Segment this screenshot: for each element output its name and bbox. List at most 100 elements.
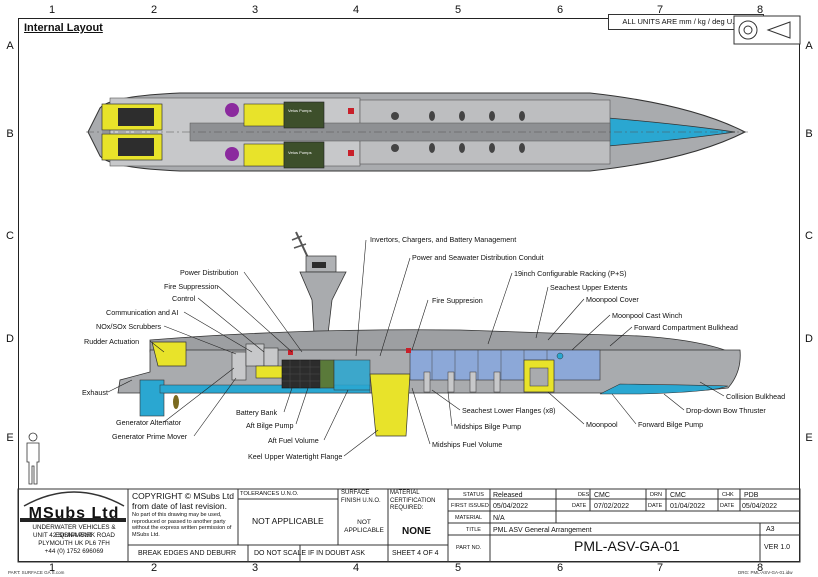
callout-racking: 19inch Configurable Racking (P+S) (514, 269, 627, 278)
date-label-1: DATE (572, 503, 587, 509)
callout-seachest-lower: Seachest Lower Flanges (x8) (462, 406, 556, 415)
zone-col-8: 8 (756, 4, 764, 16)
copyright-note: No part of this drawing may be used, rep… (132, 512, 232, 538)
callout-fire-suppression-1: Fire Suppression (164, 282, 219, 291)
company-sub: UNDERWATER VEHICLES & EQUIPMENT (32, 524, 116, 539)
zone-col-4: 4 (352, 4, 360, 16)
sheet-number: SHEET 4 OF 4 (392, 550, 439, 557)
company-logo: MSubs Ltd (28, 505, 120, 522)
callout-power-seawater: Power and Seawater Distribution Conduit (412, 253, 544, 262)
tolerances-label: TOLERANCES U.N.O. (240, 491, 299, 497)
callout-collision: Collision Bulkhead (726, 392, 786, 401)
footer-right: DRG: PML-ASV-GA-01.idw (738, 570, 793, 575)
status-label: STATUS (463, 492, 484, 498)
copyright-line-2: from date of last revision. (132, 501, 227, 511)
callout-rudder: Rudder Actuation (84, 337, 140, 346)
zone-col-7: 7 (656, 4, 664, 16)
callout-scrubbers: NOx/SOx Scrubbers (96, 322, 162, 331)
zone-col-2-bottom: 2 (150, 562, 158, 574)
zone-row-b: B (6, 128, 14, 140)
break-edges-note: BREAK EDGES AND DEBURR (138, 550, 237, 557)
footer-left: PART: SURFACE GA S.com (8, 570, 65, 575)
date-value-3: 05/04/2022 (742, 503, 778, 510)
zone-row-c: C (6, 230, 14, 242)
chk-value: PDB (744, 492, 759, 499)
callout-fwd-bulkhead: Forward Compartment Bulkhead (634, 323, 738, 332)
callout-control: Control (172, 294, 196, 303)
date-value-1: 07/02/2022 (594, 503, 630, 510)
title-value: PML ASV General Arrangement (493, 527, 592, 534)
callout-moonpool: Moonpool (586, 420, 618, 429)
zone-row-b-right: B (805, 128, 813, 140)
first-issued-value: 05/04/2022 (493, 503, 529, 510)
callout-seachest-upper: Seachest Upper Extents (550, 283, 628, 292)
callout-exhaust: Exhaust (82, 388, 108, 397)
surface-finish-value: NOT APPLICABLE (344, 519, 384, 534)
callout-aft-fuel: Aft Fuel Volume (268, 436, 319, 445)
zone-row-a-right: A (805, 40, 813, 52)
date-label-2: DATE (648, 503, 663, 509)
zone-col-5: 5 (454, 4, 462, 16)
date-label-3: DATE (720, 503, 735, 509)
vent-label-port: Vetus Pumps (288, 108, 312, 113)
zone-col-7-bottom: 7 (656, 562, 664, 574)
material-label: MATERIAL (455, 515, 483, 521)
zone-col-1-bottom: 1 (48, 562, 56, 574)
callout-inverters: Invertors, Chargers, and Battery Managem… (370, 235, 517, 244)
callout-comms: Communication and AI (106, 308, 179, 317)
callout-fire-suppression-2: Fire Suppresion (432, 296, 483, 305)
callout-mid-bilge: Midships Bilge Pump (454, 422, 522, 431)
zone-col-8-bottom: 8 (756, 562, 764, 574)
material-value: N/A (493, 515, 505, 522)
part-number: PML-ASV-GA-01 (574, 538, 680, 554)
if-in-doubt-note: IF IN DOUBT ASK (308, 550, 366, 557)
callout-winch: Moonpool Cast Winch (612, 311, 683, 320)
zone-col-1: 1 (48, 4, 56, 16)
callout-fwd-bilge: Forward Bilge Pump (638, 420, 704, 429)
zone-col-2: 2 (150, 4, 158, 16)
zone-row-d-right: D (805, 333, 813, 345)
callout-keel: Keel Upper Watertight Flange (248, 452, 343, 461)
part-no-label: PART NO. (456, 545, 482, 551)
callout-aft-bilge: Aft Bilge Pump (246, 421, 294, 430)
date-value-2: 01/04/2022 (670, 503, 706, 510)
drawing-title: Internal Layout (24, 22, 103, 34)
company-address-2: PLYMOUTH UK PL6 7FH (38, 540, 110, 547)
sheet-size: A3 (766, 526, 775, 533)
zone-col-6-bottom: 6 (556, 562, 564, 574)
company-address-1: UNIT 42 SISNA PARK ROAD (32, 532, 115, 539)
do-not-scale-note: DO NOT SCALE (254, 550, 306, 557)
callout-moonpool-cover: Moonpool Cover (586, 295, 639, 304)
zone-row-c-right: C (805, 230, 813, 242)
zone-row-e: E (6, 432, 14, 444)
zone-col-3-bottom: 3 (251, 562, 259, 574)
callout-battery: Battery Bank (236, 408, 278, 417)
tolerances-value: NOT APPLICABLE (252, 516, 324, 526)
zone-col-5-bottom: 5 (454, 562, 462, 574)
callout-gen-alternator: Generator Alternator (116, 418, 182, 427)
callout-bow-thruster: Drop-down Bow Thruster (686, 406, 766, 415)
first-issued-label: FIRST ISSUED (451, 503, 489, 509)
zone-row-d: D (6, 333, 14, 345)
zone-col-6: 6 (556, 4, 564, 16)
title-label: TITLE (466, 527, 481, 533)
vent-label-stbd: Vetus Pumps (288, 150, 312, 155)
drn-value: CMC (670, 492, 686, 499)
callout-gen-prime: Generator Prime Mover (112, 432, 188, 441)
surface-finish-label: SURFACE FINISH U.N.O. (341, 490, 381, 504)
company-phone: +44 (0) 1752 696069 (44, 548, 104, 555)
zone-row-a: A (6, 40, 14, 52)
chk-label: CHK (722, 492, 734, 498)
version: VER 1.0 (764, 544, 791, 551)
callout-power-distribution: Power Distribution (180, 268, 239, 277)
zone-col-4-bottom: 4 (352, 562, 360, 574)
des-label: DES (578, 492, 590, 498)
des-value: CMC (594, 492, 610, 499)
zone-col-3: 3 (251, 4, 259, 16)
drn-label: DRN (650, 492, 662, 498)
status-value: Released (493, 492, 523, 499)
callout-mid-fuel: Midships Fuel Volume (432, 440, 503, 449)
copyright-line-1: COPYRIGHT © MSubs Ltd (132, 491, 234, 501)
